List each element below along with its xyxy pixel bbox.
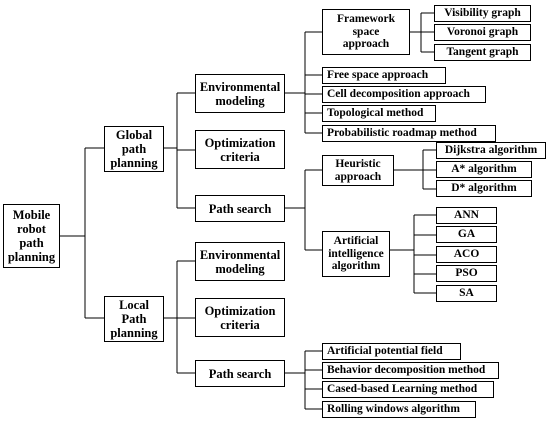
tangent-label: Tangent graph bbox=[446, 46, 519, 59]
heuristic-label: Heuristic approach bbox=[334, 157, 382, 183]
local-opt-label: Optimization criteria bbox=[204, 303, 276, 332]
root-node: Mobile robot path planning bbox=[3, 204, 60, 268]
local-path-planning-label: Local Path planning bbox=[110, 298, 158, 340]
cell-decomposition-label: Cell decomposition approach bbox=[327, 88, 470, 101]
local-path-planning-node: Local Path planning bbox=[104, 296, 164, 342]
behavior-decomposition-node: Behavior decomposition method bbox=[322, 362, 499, 379]
behavior-label: Behavior decomposition method bbox=[327, 364, 486, 377]
root-label: Mobile robot path planning bbox=[7, 208, 56, 264]
local-search-label: Path search bbox=[208, 366, 272, 381]
artificial-intelligence-node: Artificial intelligence algorithm bbox=[322, 231, 390, 277]
ga-label: GA bbox=[457, 228, 476, 241]
visibility-label: Visibility graph bbox=[444, 7, 521, 20]
a-star-label: A* algorithm bbox=[451, 163, 517, 176]
probabilistic-label: Probabilistic roadmap method bbox=[327, 127, 477, 140]
ai-label: Artificial intelligence algorithm bbox=[328, 234, 384, 273]
voronoi-graph-node: Voronoi graph bbox=[434, 24, 531, 41]
sa-label: SA bbox=[459, 287, 474, 300]
tangent-graph-node: Tangent graph bbox=[434, 44, 531, 61]
a-star-node: A* algorithm bbox=[436, 161, 532, 178]
global-environmental-modeling-node: Environmental modeling bbox=[195, 74, 285, 113]
cell-decomposition-node: Cell decomposition approach bbox=[322, 86, 486, 103]
local-env-label: Environmental modeling bbox=[199, 247, 281, 276]
global-opt-label: Optimization criteria bbox=[204, 135, 276, 164]
global-optimization-criteria-node: Optimization criteria bbox=[195, 130, 285, 169]
aco-node: ACO bbox=[436, 246, 497, 263]
local-optimization-criteria-node: Optimization criteria bbox=[195, 298, 285, 337]
pso-label: PSO bbox=[455, 267, 478, 280]
heuristic-approach-node: Heuristic approach bbox=[322, 155, 394, 186]
topological-label: Topological method bbox=[327, 107, 424, 120]
free-space-label: Free space approach bbox=[327, 69, 429, 82]
case-based-label: Cased-based Learning method bbox=[327, 383, 478, 396]
framework-space-approach-node: Framework space approach bbox=[322, 9, 410, 55]
d-star-label: D* algorithm bbox=[451, 182, 517, 195]
voronoi-label: Voronoi graph bbox=[446, 26, 519, 39]
topological-method-node: Topological method bbox=[322, 105, 436, 122]
case-based-learning-node: Cased-based Learning method bbox=[322, 381, 494, 398]
aco-label: ACO bbox=[453, 248, 480, 261]
framework-label: Framework space approach bbox=[336, 12, 396, 51]
ga-node: GA bbox=[436, 226, 497, 243]
d-star-node: D* algorithm bbox=[436, 180, 532, 197]
global-search-label: Path search bbox=[208, 201, 272, 216]
pso-node: PSO bbox=[436, 265, 497, 282]
probabilistic-roadmap-node: Probabilistic roadmap method bbox=[322, 125, 496, 142]
dijkstra-label: Dijkstra algorithm bbox=[444, 144, 538, 157]
rolling-windows-node: Rolling windows algorithm bbox=[322, 401, 476, 418]
ann-label: ANN bbox=[454, 209, 479, 222]
dijkstra-node: Dijkstra algorithm bbox=[436, 142, 546, 159]
visibility-graph-node: Visibility graph bbox=[434, 5, 531, 22]
global-env-label: Environmental modeling bbox=[199, 79, 281, 108]
local-environmental-modeling-node: Environmental modeling bbox=[195, 242, 285, 281]
global-path-planning-node: Global path planning bbox=[104, 126, 164, 172]
rolling-label: Rolling windows algorithm bbox=[327, 403, 460, 416]
local-path-search-node: Path search bbox=[195, 360, 285, 387]
sa-node: SA bbox=[436, 285, 497, 302]
global-path-planning-label: Global path planning bbox=[110, 128, 158, 170]
ann-node: ANN bbox=[436, 207, 497, 224]
free-space-approach-node: Free space approach bbox=[322, 67, 446, 84]
artificial-potential-field-node: Artificial potential field bbox=[322, 343, 461, 360]
apf-label: Artificial potential field bbox=[327, 345, 443, 358]
global-path-search-node: Path search bbox=[195, 195, 285, 222]
